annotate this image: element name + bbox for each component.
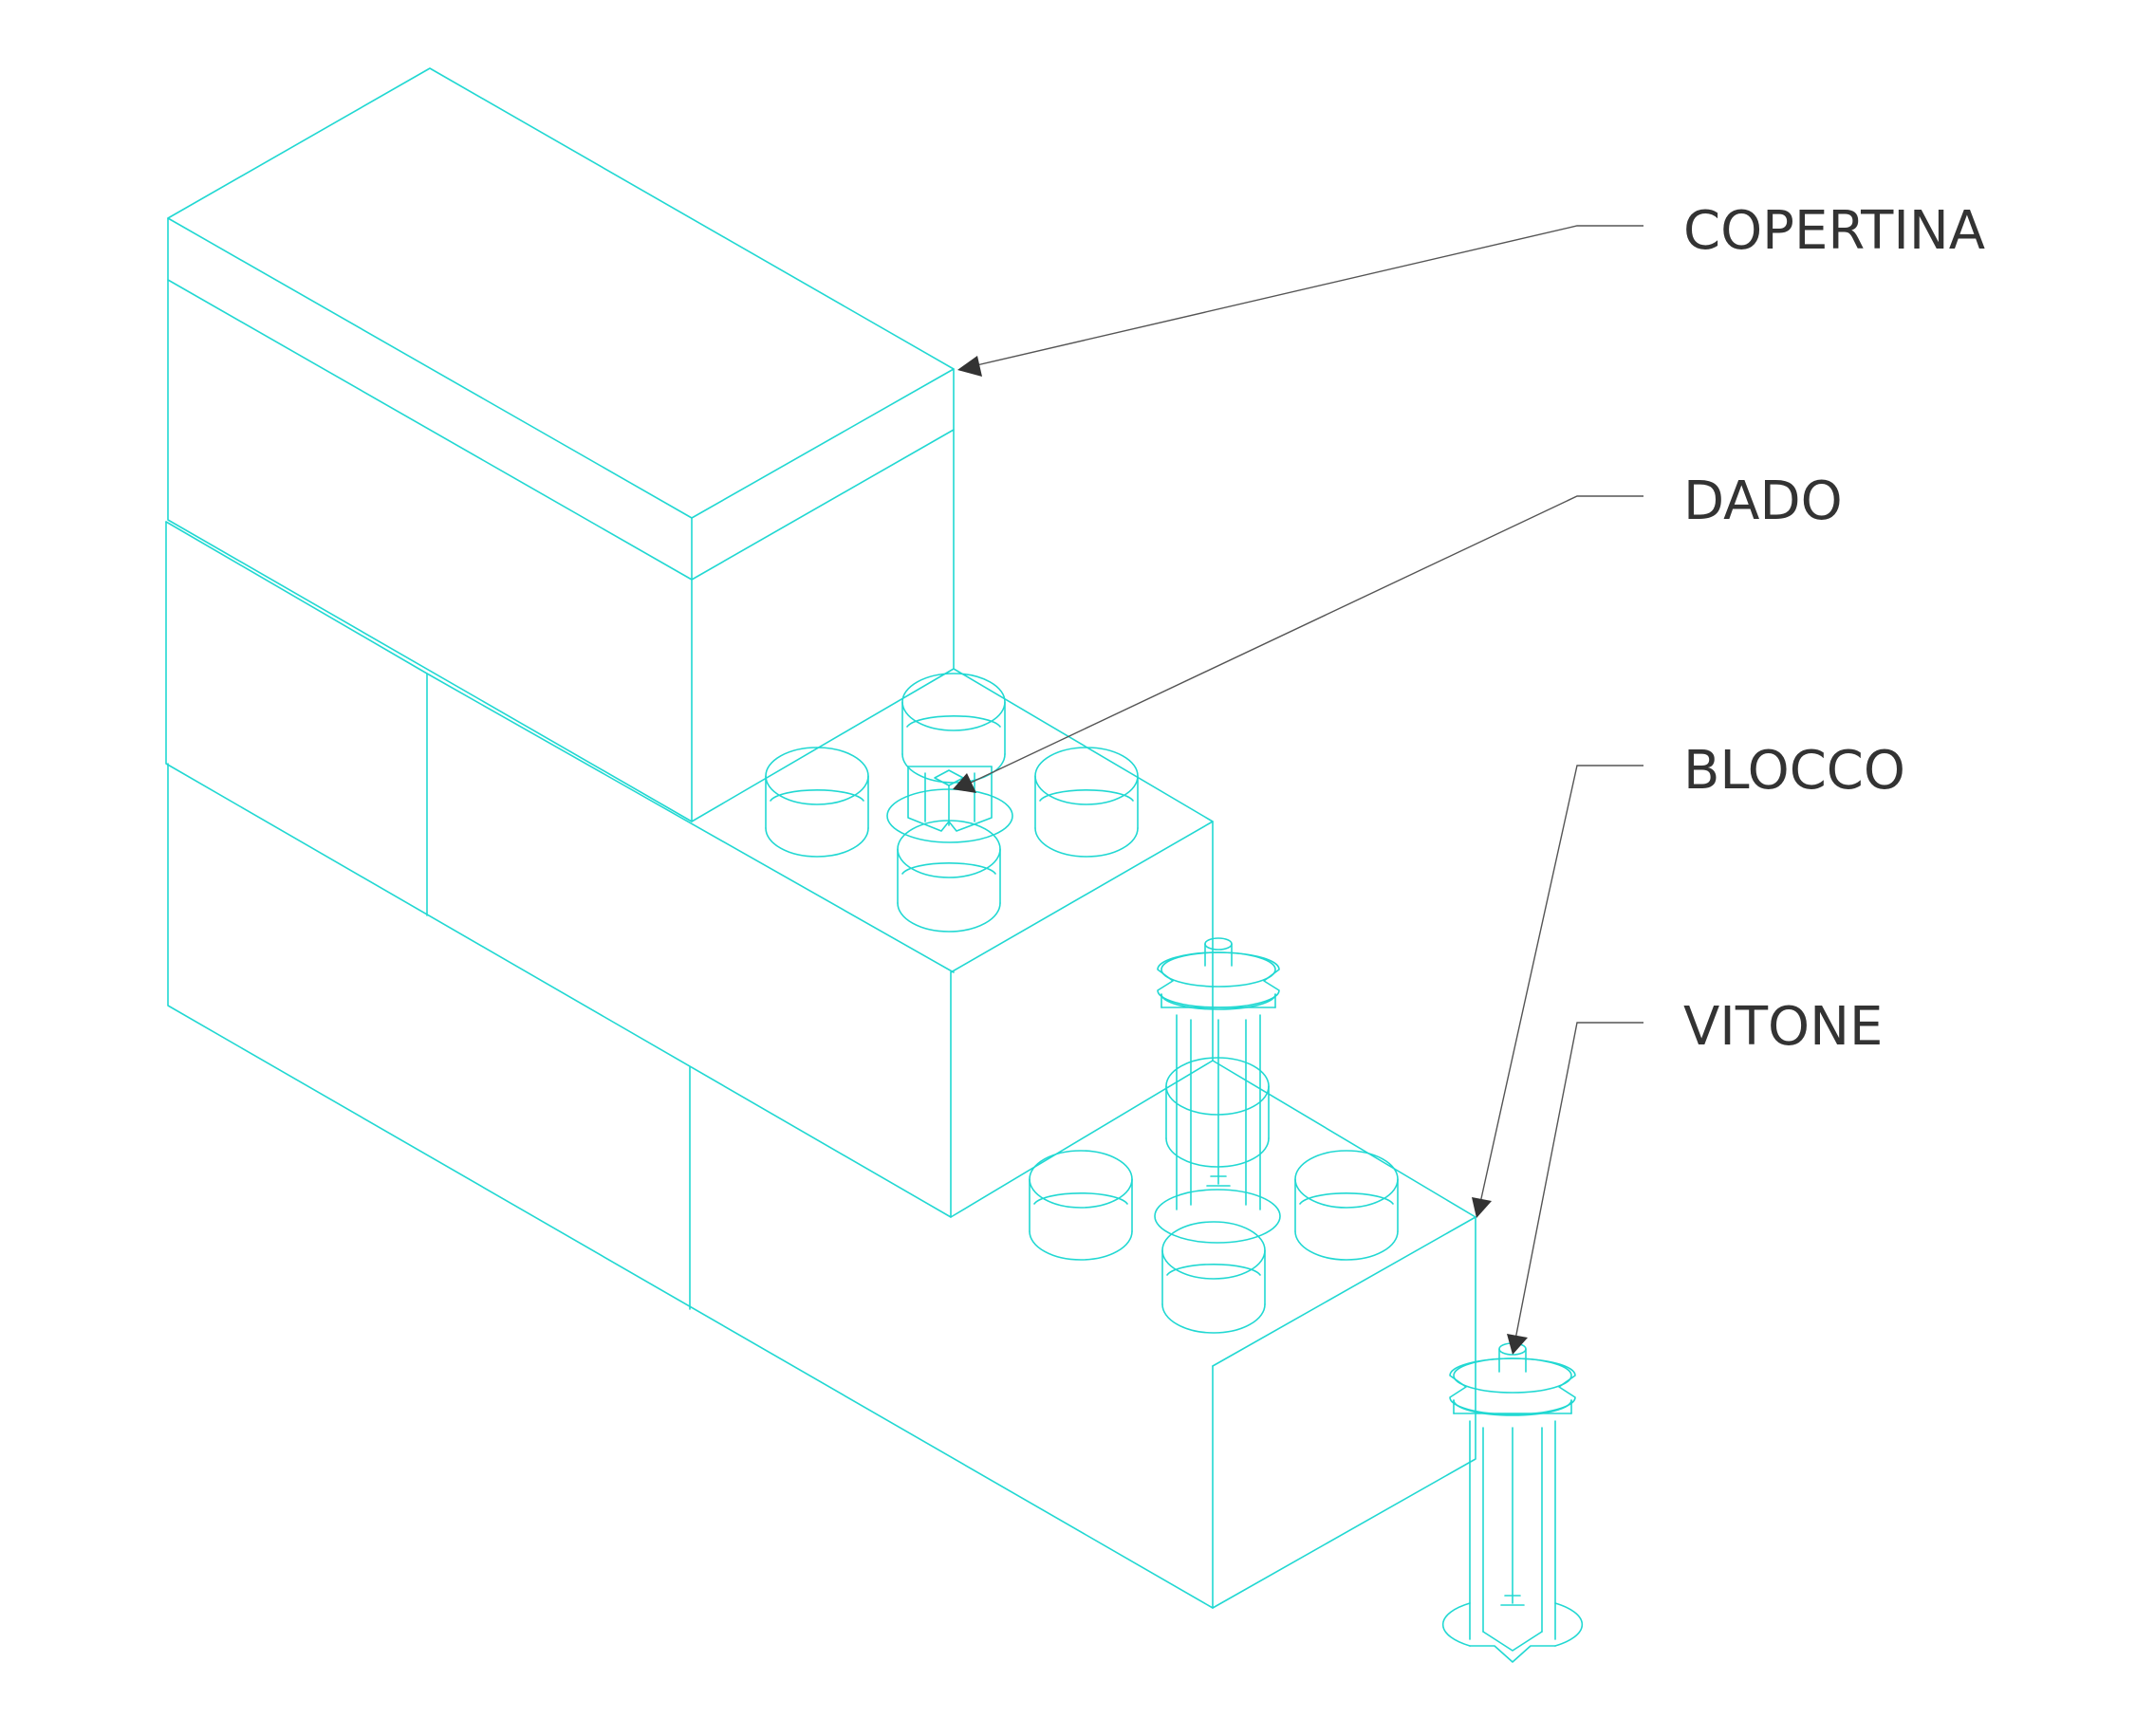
middle-course [165, 521, 1214, 1218]
label-blocco: BLOCCO [1683, 740, 1905, 802]
labels: COPERTINA DADO BLOCCO VITONE [1683, 200, 1985, 1058]
copertina-front-face [167, 217, 693, 581]
label-dado: DADO [1683, 471, 1843, 532]
leader-blocco [1472, 765, 1643, 1218]
middle-block-studs [765, 673, 1139, 933]
copertina-cap [167, 67, 955, 581]
block-wall-drawing [165, 67, 1584, 1663]
lower-block-end-face [1212, 1216, 1476, 1609]
label-vitone: VITONE [1683, 996, 1883, 1058]
stud [1165, 1057, 1270, 1168]
bolt-socket [1154, 1189, 1281, 1244]
copertina-end-face [691, 368, 955, 581]
copertina-top-face [167, 67, 955, 519]
leader-dado [953, 495, 1643, 793]
arrowhead-dado [953, 773, 976, 793]
standalone-vitone-bolt [1441, 1342, 1584, 1663]
stud [1034, 747, 1139, 858]
stud [1161, 1221, 1266, 1334]
arrowhead-vitone [1507, 1334, 1528, 1355]
middle-course-top-edge [165, 521, 955, 973]
middle-block-top-face [691, 668, 1214, 973]
nut-socket [886, 788, 1013, 843]
upper-course-front-face [167, 279, 693, 822]
stud [765, 747, 869, 858]
middle-course-front-face [165, 521, 952, 1218]
stud [1029, 1150, 1133, 1261]
lower-course [167, 763, 1476, 1609]
arrowhead-blocco [1472, 1197, 1492, 1218]
upper-course [167, 279, 955, 822]
lower-block-studs [1029, 1057, 1399, 1334]
label-copertina: COPERTINA [1683, 200, 1985, 262]
stud [1294, 1150, 1399, 1261]
inserted-vitone-bolt [1157, 937, 1280, 1210]
arrowhead-copertina [957, 356, 982, 377]
leader-vitone [1507, 1022, 1643, 1355]
stud [897, 820, 1001, 933]
leader-lines [953, 225, 1643, 1355]
lower-block-top-face [950, 1060, 1476, 1367]
leader-copertina [957, 225, 1643, 377]
